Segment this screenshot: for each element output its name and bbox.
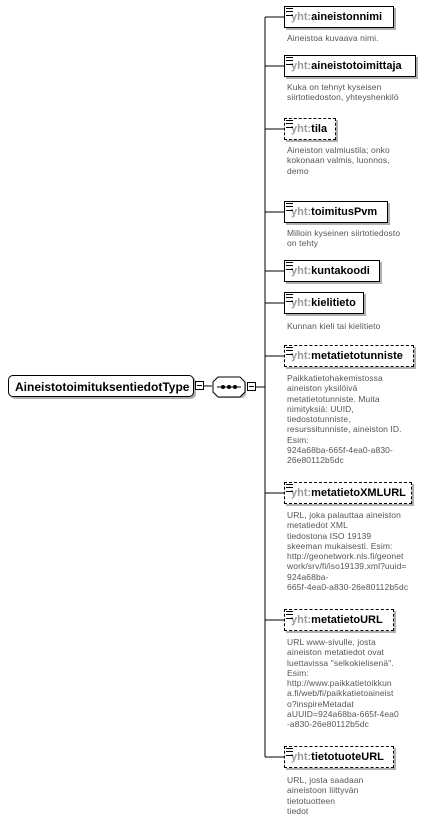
sequence-collapse-toggle[interactable] xyxy=(247,382,256,391)
element-namespace: yht: xyxy=(291,60,312,72)
element-description: Kunnan kieli tai kielitieto xyxy=(287,321,381,331)
element-namespace: yht: xyxy=(291,614,312,626)
element-name: metatietoXMLURL xyxy=(311,487,406,499)
root-type-box[interactable]: AineistotoimituksentiedotType xyxy=(8,375,194,397)
element-toimitusPvm[interactable]: yht:toimitusPvm xyxy=(284,201,388,223)
sequence-compositor[interactable] xyxy=(212,376,246,398)
element-list-icon xyxy=(286,294,293,302)
element-namespace: yht: xyxy=(291,751,312,763)
element-description: Aineistoa kuvaava nimi. xyxy=(287,33,379,43)
element-namespace: yht: xyxy=(291,297,312,309)
element-metatietoXMLURL[interactable]: yht:metatietoXMLURL xyxy=(284,482,412,504)
element-namespace: yht: xyxy=(291,350,312,362)
element-name: kielitieto xyxy=(311,297,356,309)
element-name: aineistotoimittaja xyxy=(311,60,402,72)
element-list-icon xyxy=(286,262,293,270)
element-namespace: yht: xyxy=(291,123,312,135)
element-kielitieto[interactable]: yht:kielitieto xyxy=(284,292,364,314)
element-namespace: yht: xyxy=(291,206,312,218)
element-name: metatietoURL xyxy=(311,614,383,626)
element-metatietotunniste[interactable]: yht:metatietotunniste xyxy=(284,345,414,367)
root-collapse-toggle[interactable] xyxy=(195,381,204,390)
element-description: Paikkatietohakemistossa aineiston yksilö… xyxy=(287,373,402,466)
element-tietotuoteURL[interactable]: yht:tietotuoteURL xyxy=(284,746,394,768)
element-description: URL, josta saadaan aineistoon liittyvän … xyxy=(287,775,364,816)
element-namespace: yht: xyxy=(291,11,312,23)
element-list-icon xyxy=(286,57,293,65)
element-description: Aineiston valmiustila; onko kokonaan val… xyxy=(287,145,390,176)
element-name: tila xyxy=(311,123,328,135)
root-type-label: AineistotoimituksentiedotType xyxy=(15,380,190,394)
element-metatietoURL[interactable]: yht:metatietoURL xyxy=(284,609,394,631)
element-description: URL, joka palauttaa aineiston metatiedot… xyxy=(287,510,409,593)
element-aineistonnimi[interactable]: yht:aineistonnimi xyxy=(284,6,394,28)
element-list-icon xyxy=(286,120,293,128)
element-name: kuntakoodi xyxy=(311,265,370,277)
element-list-icon xyxy=(286,347,293,355)
element-list-icon xyxy=(286,8,293,16)
element-namespace: yht: xyxy=(291,265,312,277)
element-name: metatietotunniste xyxy=(311,350,403,362)
element-namespace: yht: xyxy=(291,487,312,499)
element-name: aineistonnimi xyxy=(311,11,383,23)
element-name: tietotuoteURL xyxy=(311,751,384,763)
element-list-icon xyxy=(286,611,293,619)
element-aineistotoimittaja[interactable]: yht:aineistotoimittaja xyxy=(284,55,416,77)
element-description: URL www-sivulle, josta aineiston metatie… xyxy=(287,637,399,730)
element-tila[interactable]: yht:tila xyxy=(284,118,336,140)
element-list-icon xyxy=(286,748,293,756)
element-description: Kuka on tehnyt kyseisen siirtotiedoston,… xyxy=(287,82,399,103)
element-description: Milloin kyseinen siirtotiedosto on tehty xyxy=(287,228,401,249)
element-name: toimitusPvm xyxy=(311,206,378,218)
element-kuntakoodi[interactable]: yht:kuntakoodi xyxy=(284,260,380,282)
element-list-icon xyxy=(286,203,293,211)
element-list-icon xyxy=(286,484,293,492)
